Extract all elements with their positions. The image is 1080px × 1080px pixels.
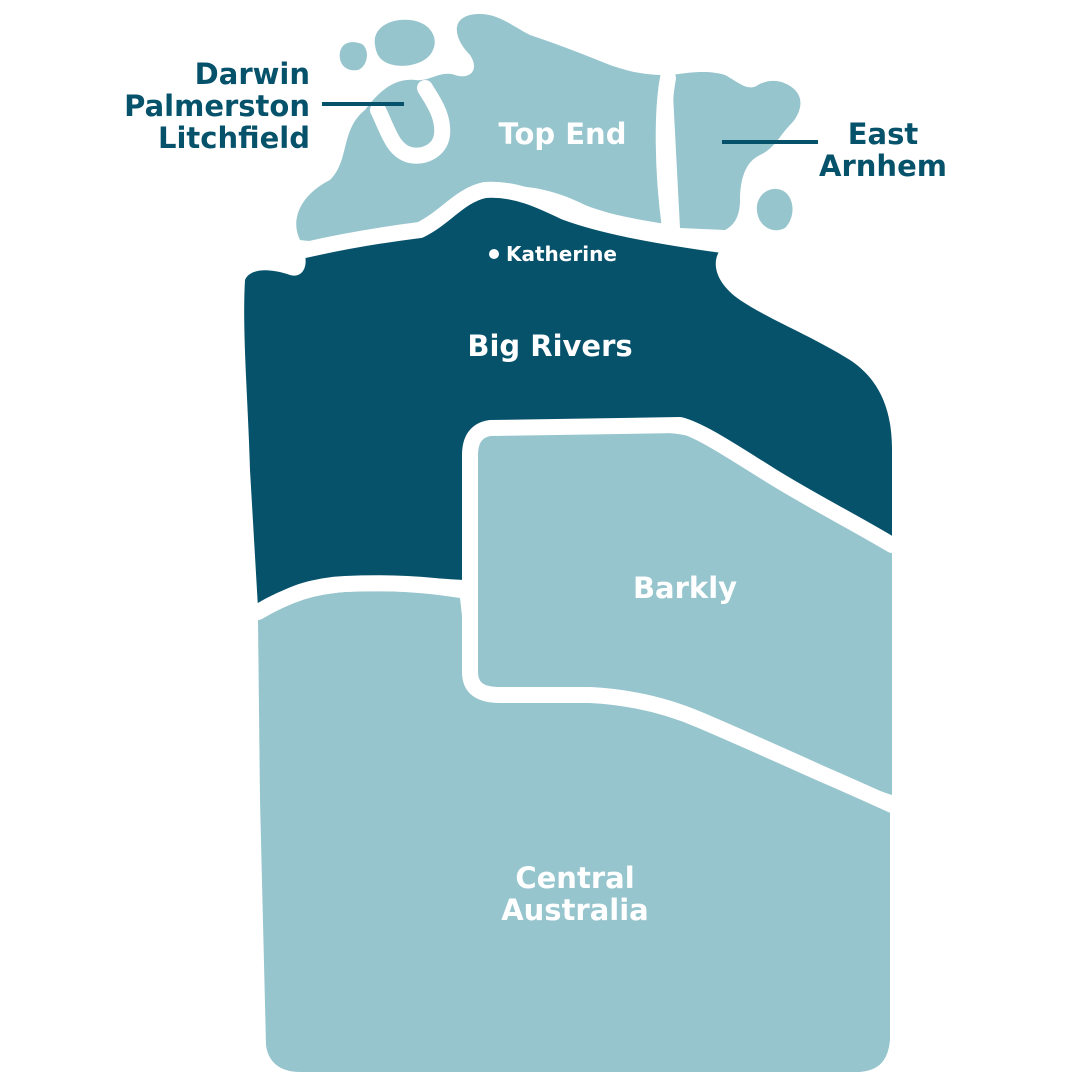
label-big-rivers: Big Rivers: [467, 329, 633, 363]
region-top-end[interactable]: [296, 14, 672, 242]
border-big-rivers-central: [250, 575, 476, 620]
island-large: [374, 19, 435, 66]
label-line: Palmerston: [124, 89, 310, 123]
label-line: Arnhem: [819, 149, 947, 183]
label-east-arnhem: East Arnhem: [818, 118, 948, 182]
label-line: East: [847, 117, 919, 151]
label-line: Australia: [501, 893, 649, 927]
label-line: Darwin: [194, 57, 310, 91]
region-barkly[interactable]: [468, 429, 892, 795]
label-top-end: Top End: [498, 117, 627, 151]
island-small: [339, 42, 367, 71]
label-barkly: Barkly: [632, 571, 738, 605]
region-big-rivers[interactable]: [244, 189, 893, 608]
label-darwin-palmerston-litchfield: Darwin Palmerston Litchfield: [120, 58, 310, 154]
label-line: Litchfield: [158, 121, 310, 155]
border-top-big-rivers: [297, 181, 730, 258]
border-darwin-loop: [370, 80, 451, 164]
label-katherine: Katherine: [506, 242, 617, 266]
label-central-australia: Central Australia: [480, 862, 670, 926]
katherine-marker-icon: [489, 249, 499, 259]
label-line: Central: [515, 861, 635, 895]
island-east: [756, 188, 793, 231]
border-barkly: [462, 417, 900, 813]
region-east-arnhem[interactable]: [672, 71, 801, 230]
border-topend-east-arnhem: [655, 70, 678, 236]
region-central-australia[interactable]: [258, 591, 890, 1072]
